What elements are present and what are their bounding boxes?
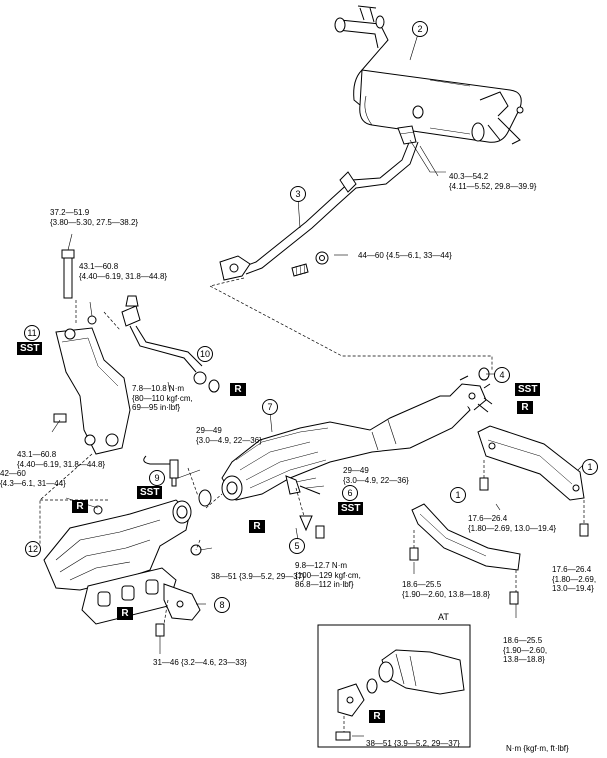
torque-label: 38—51 {3.9—5.2, 29—37} — [366, 739, 460, 748]
part-number-1-upper: 1 — [582, 459, 598, 475]
torque-label: 31—46 {3.2—4.6, 23—33} — [153, 658, 247, 667]
at-label: AT — [438, 612, 449, 622]
insulator-drawing — [163, 583, 201, 621]
crossmember-drawing — [477, 425, 585, 501]
r-badge: R — [117, 607, 133, 620]
sst-badge: SST — [137, 486, 163, 499]
part-number-3: 3 — [290, 186, 306, 202]
torque-label: 29—49 {3.0—4.9, 22—36} — [196, 426, 262, 445]
gasket-drawing — [198, 489, 212, 507]
crossmember-drawing — [411, 503, 521, 571]
at-inset-drawing — [317, 624, 471, 748]
torque-label: 18.6—25.5 {1.90—2.60, 13.8—18.8} — [503, 636, 548, 664]
torque-label: 17.6—26.4 {1.80—2.69, 13.0—19.4} — [552, 565, 597, 593]
torque-label: 17.6—26.4 {1.80—2.69, 13.0—19.4} — [468, 514, 557, 533]
manifold-gasket-drawing — [81, 567, 177, 625]
part-number-9: 9 — [149, 470, 165, 486]
r-badge: R — [249, 520, 265, 533]
gasket-drawing — [208, 379, 220, 393]
unit-note: N·m {kgf·m, ft·lbf} — [506, 744, 569, 753]
torque-label: 40.3—54.2 {4.11—5.52, 29.8—39.9} — [449, 172, 537, 191]
muffler-drawing — [334, 5, 524, 145]
torque-label: 7.8—10.8 N·m {80—110 kgf·cm, 69—95 in·lb… — [132, 384, 193, 412]
part-number-1-lower: 1 — [450, 487, 466, 503]
exhaust-manifold-drawing — [43, 499, 192, 591]
r-badge: R — [72, 500, 88, 513]
bracket-bolt-drawing — [61, 249, 75, 299]
sst-badge: SST — [515, 383, 541, 396]
part-number-4: 4 — [494, 367, 510, 383]
part-number-6: 6 — [342, 485, 358, 501]
spring-bolt-drawing — [291, 251, 329, 277]
part-number-5: 5 — [289, 538, 305, 554]
sst-badge: SST — [17, 342, 43, 355]
torque-label: 38—51 {3.9—5.2, 29—37} — [211, 572, 305, 581]
front-pipe-drawing — [221, 375, 493, 501]
torque-label: 29—49 {3.0—4.9, 22—36} — [343, 466, 409, 485]
r-badge: R — [517, 401, 533, 414]
part-number-2: 2 — [412, 21, 428, 37]
bracket-drawing — [55, 327, 131, 455]
part-number-7: 7 — [262, 399, 278, 415]
r-badge: R — [230, 383, 246, 396]
torque-label: 43.1—60.8 {4.40—6.19, 31.8—44.8} — [79, 262, 168, 281]
torque-label: 37.2—51.9 {3.80—5.30, 27.5—38.2} — [50, 208, 139, 227]
torque-label: 43.1—60.8 {4.40—6.19, 31.8—44.8} — [17, 450, 106, 469]
r-badge: R — [369, 710, 385, 723]
torque-label: 9.8—12.7 N·m {100—129 kgf·cm, 86.8—112 i… — [295, 561, 361, 589]
torque-label: 42—60 {4.3—6.1, 31—44} — [0, 469, 66, 488]
part-number-12: 12 — [25, 541, 41, 557]
part-number-10: 10 — [197, 346, 213, 362]
bolts-drawing — [53, 315, 589, 637]
part-number-8: 8 — [214, 597, 230, 613]
torque-label: 44—60 {4.5—6.1, 33—44} — [358, 251, 452, 260]
middle-pipe-drawing — [219, 125, 419, 281]
torque-label: 18.6—25.5 {1.90—2.60, 13.8—18.8} — [402, 580, 491, 599]
pipe-10-drawing — [121, 295, 207, 385]
sst-badge: SST — [338, 502, 364, 515]
part-number-11: 11 — [24, 325, 40, 341]
